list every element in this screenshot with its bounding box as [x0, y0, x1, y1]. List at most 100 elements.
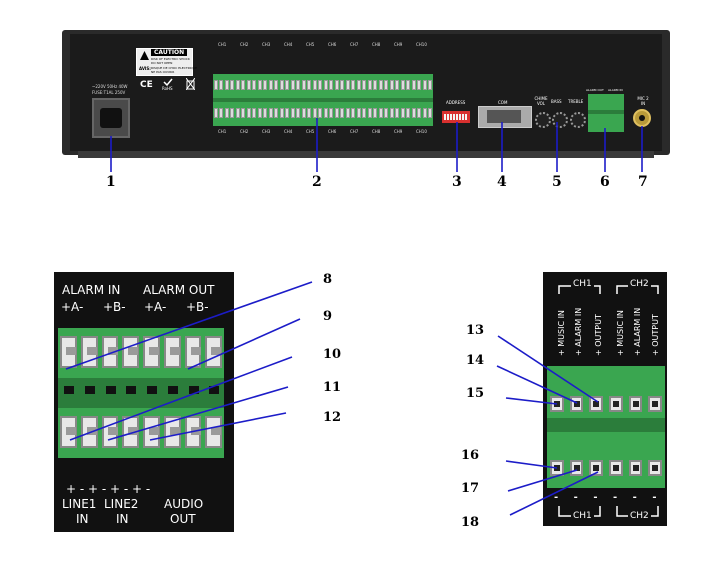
speaker-terminal-screw[interactable]	[263, 108, 268, 118]
speaker-terminal-screw[interactable]	[406, 108, 411, 118]
speaker-terminal-screw[interactable]	[340, 108, 345, 118]
speaker-terminal-screw[interactable]	[389, 80, 394, 90]
speaker-terminal-screw[interactable]	[279, 108, 284, 118]
speaker-terminal-screw[interactable]	[241, 80, 246, 90]
speaker-terminal-screw[interactable]	[285, 80, 290, 90]
alarm-terminal-screw[interactable]	[60, 336, 77, 368]
speaker-terminal-screw[interactable]	[628, 396, 643, 412]
speaker-terminal-screw[interactable]	[290, 80, 295, 90]
treble-knob[interactable]	[570, 112, 586, 128]
bass-knob[interactable]	[552, 112, 568, 128]
speaker-terminal-screw[interactable]	[307, 80, 312, 90]
speaker-terminal-screw[interactable]	[569, 396, 584, 412]
speaker-terminal-screw[interactable]	[312, 80, 317, 90]
speaker-terminal-screw[interactable]	[290, 108, 295, 118]
speaker-terminal-screw[interactable]	[318, 80, 323, 90]
speaker-terminal-screw[interactable]	[384, 80, 389, 90]
speaker-terminal-screw[interactable]	[411, 80, 416, 90]
alarm-terminal-screw[interactable]	[163, 416, 181, 448]
alarm-terminal-screw[interactable]	[143, 336, 160, 368]
speaker-terminal-screw[interactable]	[241, 108, 246, 118]
speaker-terminal-screw[interactable]	[252, 108, 257, 118]
speaker-terminal-screw[interactable]	[345, 80, 350, 90]
alarm-terminal-screw[interactable]	[184, 336, 202, 368]
speaker-terminal-screw[interactable]	[422, 108, 427, 118]
speaker-terminal-screw[interactable]	[235, 108, 240, 118]
speaker-terminal-screw[interactable]	[395, 80, 400, 90]
speaker-terminal-screw[interactable]	[252, 80, 257, 90]
alarm-terminal-screw[interactable]	[143, 416, 160, 448]
speaker-terminal-screw[interactable]	[257, 80, 262, 90]
speaker-terminal-screw[interactable]	[428, 80, 433, 90]
speaker-terminal-screw[interactable]	[224, 80, 229, 90]
speaker-terminal-screw[interactable]	[384, 108, 389, 118]
speaker-terminal-screw[interactable]	[362, 80, 367, 90]
speaker-terminal-screw[interactable]	[235, 80, 240, 90]
speaker-terminal-screw[interactable]	[268, 80, 273, 90]
speaker-terminal-screw[interactable]	[417, 80, 422, 90]
speaker-terminal-screw[interactable]	[362, 108, 367, 118]
speaker-terminal-screw[interactable]	[301, 108, 306, 118]
speaker-terminal-screw[interactable]	[257, 108, 262, 118]
speaker-terminal-screw[interactable]	[219, 108, 224, 118]
chime-vol-knob[interactable]	[535, 112, 551, 128]
speaker-terminal-screw[interactable]	[400, 108, 405, 118]
speaker-terminal-screw[interactable]	[334, 108, 339, 118]
address-dip-switch[interactable]	[442, 111, 470, 123]
speaker-terminal-screw[interactable]	[329, 108, 334, 118]
speaker-terminal-screw[interactable]	[318, 108, 323, 118]
speaker-terminal-screw[interactable]	[356, 80, 361, 90]
speaker-terminal-screw[interactable]	[213, 108, 218, 118]
speaker-terminal-screw[interactable]	[351, 80, 356, 90]
speaker-terminal-screw[interactable]	[285, 108, 290, 118]
speaker-terminal-screw[interactable]	[351, 108, 356, 118]
speaker-terminal-screw[interactable]	[417, 108, 422, 118]
speaker-terminal-screw[interactable]	[648, 460, 662, 476]
speaker-terminal-screw[interactable]	[246, 80, 251, 90]
speaker-terminal-screw[interactable]	[323, 80, 328, 90]
speaker-terminal-screw[interactable]	[406, 80, 411, 90]
speaker-terminal-screw[interactable]	[274, 80, 279, 90]
speaker-terminal-screw[interactable]	[263, 80, 268, 90]
speaker-terminal-screw[interactable]	[296, 108, 301, 118]
com-port[interactable]	[478, 106, 532, 128]
speaker-terminal-screw[interactable]	[395, 108, 400, 118]
speaker-terminal-screw[interactable]	[345, 108, 350, 118]
speaker-terminal-screw[interactable]	[334, 80, 339, 90]
speaker-terminal-screw[interactable]	[400, 80, 405, 90]
speaker-terminal-screw[interactable]	[323, 108, 328, 118]
speaker-terminal-screw[interactable]	[274, 108, 279, 118]
speaker-terminal-screw[interactable]	[367, 108, 372, 118]
speaker-terminal-screw[interactable]	[230, 80, 235, 90]
speaker-terminal-screw[interactable]	[246, 108, 251, 118]
speaker-terminal-screw[interactable]	[312, 108, 317, 118]
speaker-terminal-screw[interactable]	[609, 396, 623, 412]
alarm-terminal-screw[interactable]	[205, 416, 222, 448]
speaker-terminal-screw[interactable]	[411, 108, 416, 118]
speaker-terminal-screw[interactable]	[378, 80, 383, 90]
speaker-terminal-screw[interactable]	[648, 396, 662, 412]
speaker-terminal-screw[interactable]	[296, 80, 301, 90]
speaker-terminal-screw[interactable]	[356, 108, 361, 118]
speaker-terminal-screw[interactable]	[609, 460, 623, 476]
speaker-terminal-screw[interactable]	[373, 80, 378, 90]
speaker-terminal-screw[interactable]	[213, 80, 218, 90]
speaker-terminal-screw[interactable]	[428, 108, 433, 118]
speaker-terminal-screw[interactable]	[279, 80, 284, 90]
speaker-terminal-screw[interactable]	[373, 108, 378, 118]
speaker-terminal-screw[interactable]	[389, 108, 394, 118]
speaker-terminal-screw[interactable]	[301, 80, 306, 90]
speaker-terminal-screw[interactable]	[329, 80, 334, 90]
speaker-terminal-screw[interactable]	[589, 396, 603, 412]
speaker-terminal-screw[interactable]	[589, 460, 603, 476]
speaker-terminal-screw[interactable]	[230, 108, 235, 118]
speaker-terminal-screw[interactable]	[219, 80, 224, 90]
speaker-terminal-screw[interactable]	[628, 460, 643, 476]
speaker-terminal-screw[interactable]	[307, 108, 312, 118]
alarm-terminal-screw[interactable]	[163, 336, 181, 368]
alarm-terminal-screw[interactable]	[101, 336, 119, 368]
speaker-terminal-screw[interactable]	[268, 108, 273, 118]
alarm-terminal-screw[interactable]	[60, 416, 77, 448]
speaker-terminal-screw[interactable]	[340, 80, 345, 90]
speaker-terminal-screw[interactable]	[224, 108, 229, 118]
